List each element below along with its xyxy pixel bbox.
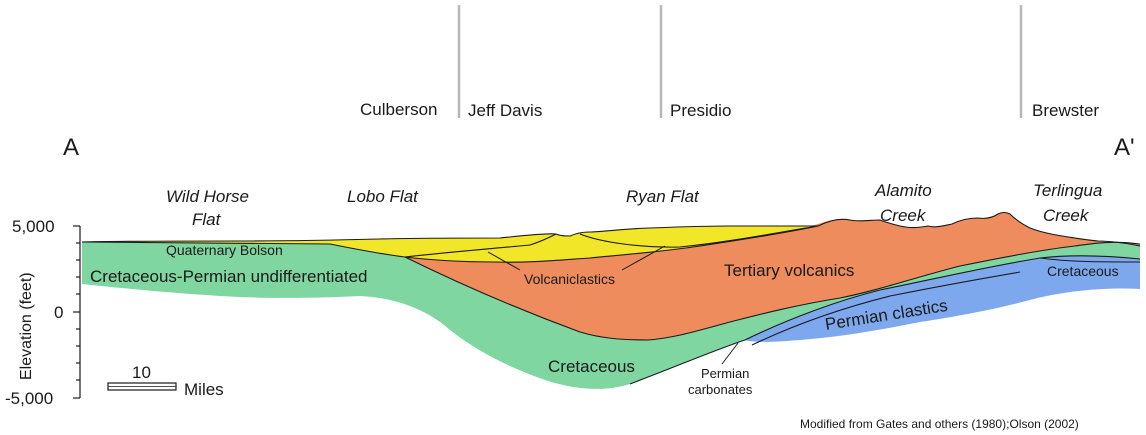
place-ryan-flat: Ryan Flat [626, 187, 700, 206]
elevation-axis-ticks [73, 226, 80, 398]
county-label-brewster: Brewster [1032, 101, 1099, 120]
place-lobo-flat: Lobo Flat [347, 187, 419, 206]
label-cretaceous-center: Cretaceous [548, 357, 635, 376]
place-terlingua-creek-line1: Terlingua [1033, 181, 1102, 200]
place-wild-horse-flat-line1: Wild Horse [166, 187, 249, 206]
label-cretaceous-permian: Cretaceous-Permian undifferentiated [90, 267, 368, 286]
axis-tick-minus-5000: -5,000 [5, 389, 53, 408]
label-cretaceous-right: Cretaceous [1047, 263, 1119, 279]
label-quaternary-bolson: Quaternary Bolson [166, 242, 283, 258]
place-wild-horse-flat-line2: Flat [192, 210, 222, 229]
label-tertiary-volcanics: Tertiary volcanics [724, 261, 854, 280]
place-alamito-creek-line1: Alamito [874, 181, 932, 200]
axis-tick-0: 0 [54, 303, 63, 322]
label-permian-carbonates-line1: Permian [701, 366, 749, 381]
county-label-presidio: Presidio [670, 101, 731, 120]
place-terlingua-creek-line2: Creek [1043, 206, 1090, 225]
scale-bar-value: 10 [132, 363, 151, 382]
label-permian-carbonates-line2: carbonates [688, 382, 753, 397]
county-label-culberson: Culberson [360, 100, 438, 119]
axis-tick-5000: 5,000 [12, 217, 55, 236]
county-label-jeff-davis: Jeff Davis [468, 101, 542, 120]
section-end-a: A [63, 134, 79, 161]
source-credit: Modified from Gates and others (1980);Ol… [800, 417, 1079, 431]
scale-bar-unit: Miles [184, 380, 224, 399]
section-end-a-prime: A' [1114, 134, 1135, 161]
axis-title-elevation: Elevation (feet) [18, 272, 35, 380]
label-volcaniclastics: Volcaniclastics [524, 271, 615, 287]
